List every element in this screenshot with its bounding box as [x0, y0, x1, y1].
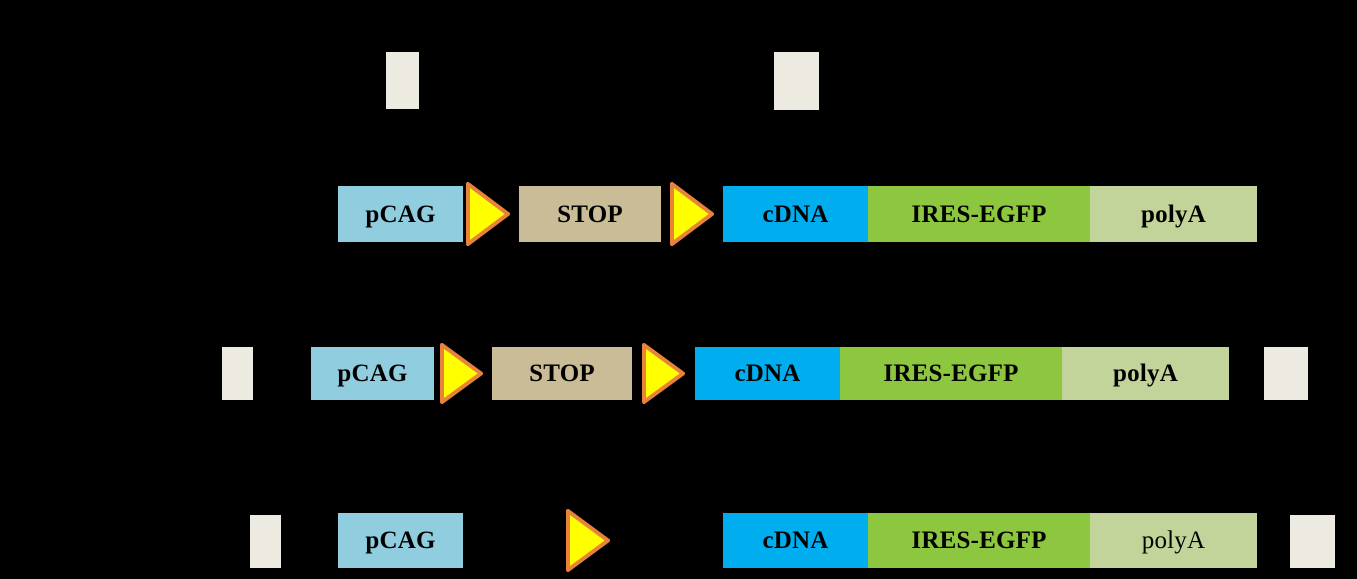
segment-cdna: cDNA	[723, 186, 868, 242]
blank-label-1a	[386, 52, 419, 109]
segment-polya: polyA	[1062, 347, 1229, 400]
segment-stop: STOP	[519, 186, 661, 242]
segment-ires-egfp: IRES-EGFP	[868, 186, 1090, 242]
blank-label-1b	[774, 52, 819, 110]
segment-ires-egfp: IRES-EGFP	[840, 347, 1062, 400]
segment-cdna: cDNA	[723, 513, 868, 568]
segment-promoter: pCAG	[311, 347, 434, 400]
segment-ires-egfp: IRES-EGFP	[868, 513, 1090, 568]
blank-label-2b	[1264, 347, 1308, 400]
segment-stop: STOP	[492, 347, 632, 400]
segment-cdna: cDNA	[695, 347, 840, 400]
loxp-site-icon	[642, 343, 685, 404]
loxp-site-icon	[466, 182, 510, 246]
segment-promoter: pCAG	[338, 186, 463, 242]
loxp-site-icon	[440, 343, 483, 404]
segment-promoter: pCAG	[338, 513, 463, 568]
blank-label-2a	[222, 347, 253, 400]
segment-polya: polyA	[1090, 186, 1257, 242]
blank-label-3a	[250, 515, 281, 568]
loxp-site-icon	[566, 509, 610, 572]
loxp-site-icon	[670, 182, 714, 246]
blank-label-3b	[1290, 515, 1335, 568]
segment-polya: polyA	[1090, 513, 1257, 568]
